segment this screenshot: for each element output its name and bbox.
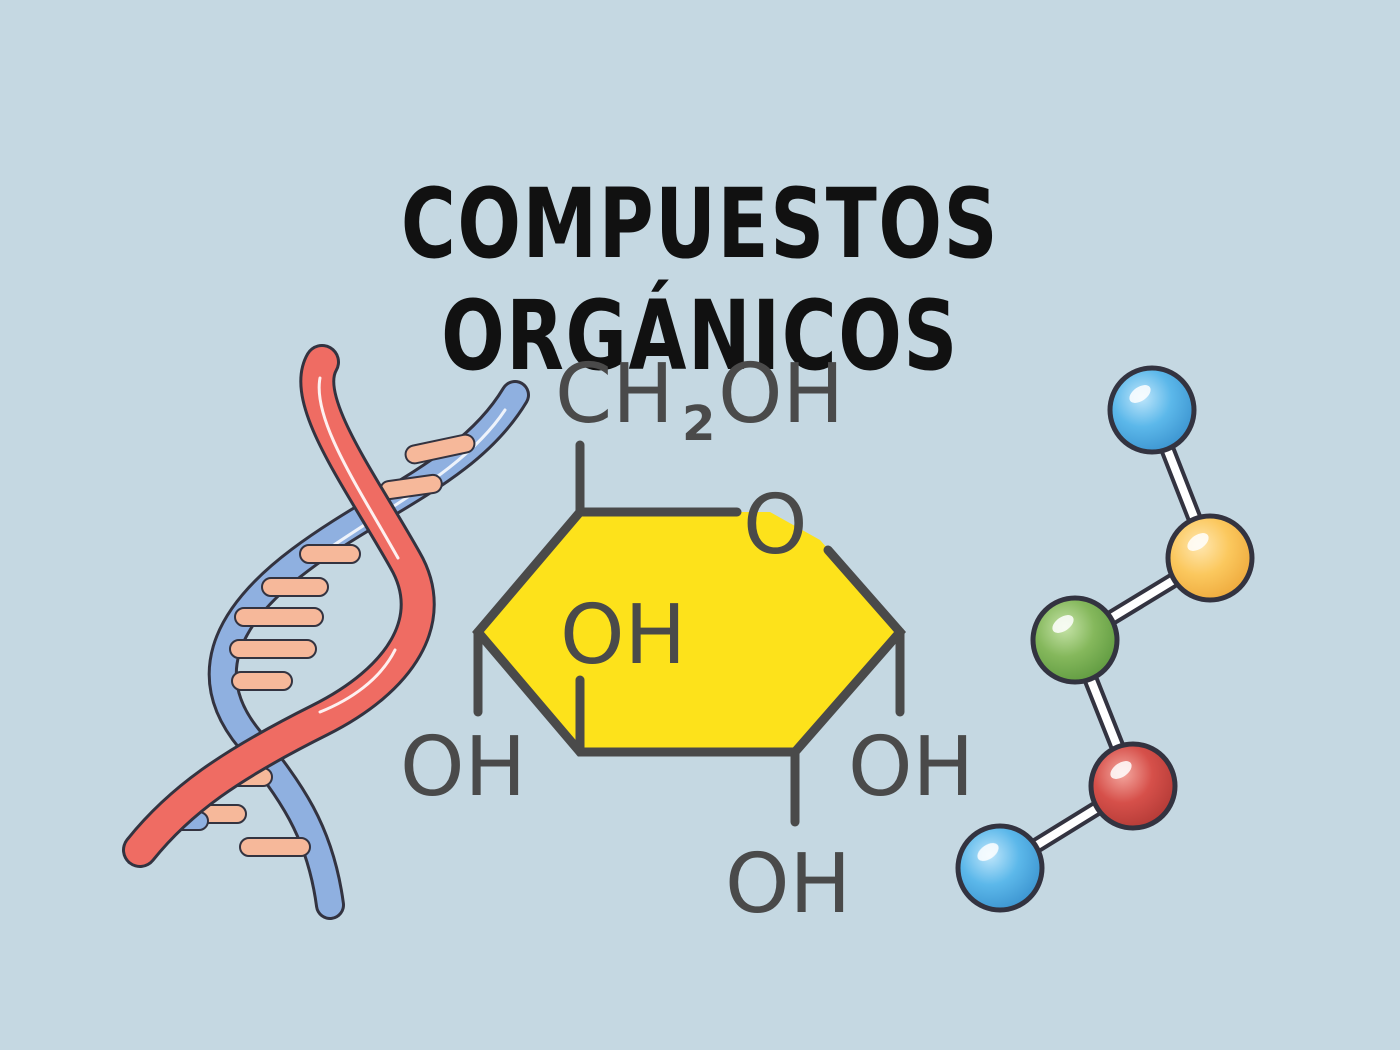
oh-inner: OH [560, 588, 686, 683]
molecule-chain-icon [955, 365, 1255, 913]
atom-green [1030, 595, 1120, 685]
dna-base-pairs [167, 433, 476, 857]
atom-blue-top [1107, 365, 1197, 455]
ch2oh-oh: OH [718, 347, 844, 442]
dna-double-helix-icon [122, 344, 530, 920]
ring-oxygen: O [743, 478, 808, 573]
oh-bottom: OH [725, 837, 851, 932]
atom-yellow [1165, 513, 1255, 603]
atom-blue-bottom [955, 823, 1045, 913]
glucose-ring [478, 512, 900, 752]
glucose-structure-icon: CH 2 OH O OH OH OH OH [400, 347, 974, 932]
oh-right: OH [848, 720, 974, 815]
page-title: COMPUESTOS ORGÁNICOS [400, 168, 1000, 392]
ch2oh-sub: 2 [682, 396, 715, 452]
ch2oh-c: CH [555, 347, 674, 442]
oh-left: OH [400, 720, 526, 815]
atom-red [1088, 741, 1178, 831]
